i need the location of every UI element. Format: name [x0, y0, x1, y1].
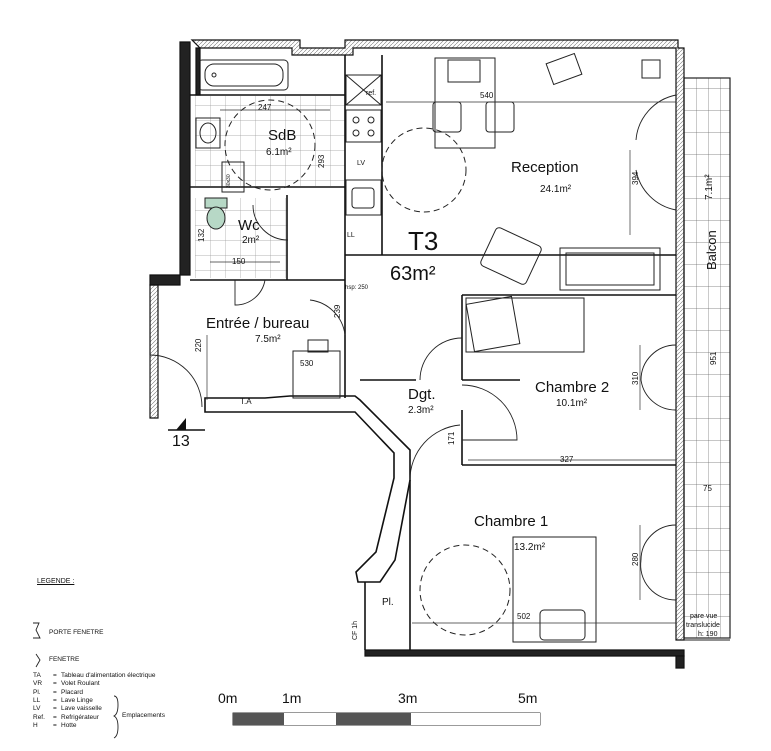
label-hsp: hsp: 250: [345, 285, 369, 291]
scale-label-0m: 0m: [218, 690, 238, 706]
apartment-type: T3: [408, 226, 439, 256]
legend-eq: =: [53, 696, 57, 704]
legend-desc: Tableau d'alimentation électrique: [61, 672, 156, 679]
label-translucide: translucide: [686, 622, 720, 629]
dim-150: 150: [232, 257, 246, 266]
room-entree-area: 7.5m²: [255, 334, 281, 345]
dim-280: 280: [631, 552, 640, 566]
legend-eq: =: [53, 721, 57, 729]
label-cf: CF 1h: [352, 620, 359, 640]
room-chambre1-name: Chambre 1: [474, 513, 549, 530]
legend-eq: =: [53, 672, 57, 679]
legend-eq: =: [53, 705, 57, 713]
dim-247: 247: [258, 103, 272, 112]
wc-tiles: [195, 198, 287, 278]
legend-emplacements: Emplacements: [122, 712, 165, 719]
legend-desc: Refrigérateur: [61, 713, 99, 721]
balcony: [683, 77, 731, 641]
furniture: [195, 52, 661, 643]
scale-bar: [232, 712, 541, 726]
legend-desc: Lave Linge: [61, 696, 93, 704]
room-reception-area: 24.1m²: [540, 184, 572, 195]
dim-132: 132: [197, 228, 206, 242]
dim-951: 951: [709, 351, 718, 365]
legend-fenetre: FENETRE: [49, 656, 80, 663]
legend-desc: Lave vaisselle: [61, 705, 102, 713]
room-wc-area: 2m²: [242, 235, 260, 246]
room-chambre2-area: 10.1m²: [556, 398, 588, 409]
label-ta: T.A: [240, 397, 252, 406]
legend-code: LL: [33, 696, 41, 704]
dim-293: 293: [317, 154, 326, 168]
legend-code: Pl.: [33, 688, 41, 696]
label-lv: LV: [357, 160, 366, 167]
room-entree-name: Entrée / bureau: [206, 315, 310, 332]
label-vr: 30x30: [226, 174, 232, 188]
dim-75: 75: [703, 484, 712, 493]
label-ref: ref.: [366, 90, 377, 97]
interior-walls: [190, 55, 676, 650]
room-dgt-area: 2.3m²: [408, 405, 434, 416]
legend-code: Ref.: [33, 713, 45, 721]
dim-239: 239: [333, 304, 342, 318]
dim-327: 327: [560, 455, 574, 464]
legend-code: VR: [33, 680, 43, 688]
room-sdb-area: 6.1m²: [266, 147, 292, 158]
scale-label-1m: 1m: [282, 690, 302, 706]
scale-label-5m: 5m: [518, 690, 538, 706]
legend-title: LEGENDE :: [37, 578, 75, 585]
legend-eq: =: [53, 713, 57, 721]
scale-label-3m: 3m: [398, 690, 418, 706]
legend-code: TA: [33, 672, 41, 679]
dim-530: 530: [300, 359, 314, 368]
legend-desc: Hotte: [61, 721, 77, 729]
legend-desc: Placard: [61, 688, 84, 696]
door-swings: [149, 204, 518, 481]
room-balcon-name: Balcon: [704, 230, 719, 270]
legend-code: H: [33, 721, 38, 729]
label-pl: Pl.: [382, 597, 394, 608]
room-chambre1-area: 13.2m²: [514, 542, 546, 553]
room-wc-name: Wc: [238, 217, 260, 234]
dim-220: 220: [194, 338, 203, 352]
dim-394: 394: [631, 171, 640, 185]
dim-540: 540: [480, 91, 494, 100]
label-parevue: pare vue: [690, 613, 718, 620]
dimension-lines: [206, 101, 676, 624]
legend-desc: Volet Roulant: [61, 680, 100, 688]
legend-eq: =: [53, 688, 57, 696]
windows: [635, 94, 677, 601]
legend-porte-fenetre: PORTE FENETRE: [49, 629, 104, 636]
room-sdb-name: SdB: [268, 127, 297, 144]
label-h190: h: 190: [698, 631, 718, 638]
label-ll: LL: [347, 232, 355, 239]
room-balcon-area: 7.1m²: [704, 174, 715, 200]
label-entry: 13: [172, 433, 190, 450]
apartment-area: 63m²: [390, 263, 436, 285]
legend-code: LV: [33, 705, 41, 713]
exterior-walls: [149, 39, 685, 669]
entry-arrow-icon: [168, 418, 205, 431]
legend-eq: =: [53, 680, 57, 688]
dim-171: 171: [447, 431, 456, 445]
dim-502: 502: [517, 612, 531, 621]
legend-symbols: [33, 622, 119, 739]
dim-310: 310: [631, 371, 640, 385]
room-chambre2-name: Chambre 2: [535, 379, 610, 396]
room-reception-name: Reception: [511, 159, 579, 176]
room-dgt-name: Dgt.: [408, 386, 436, 403]
